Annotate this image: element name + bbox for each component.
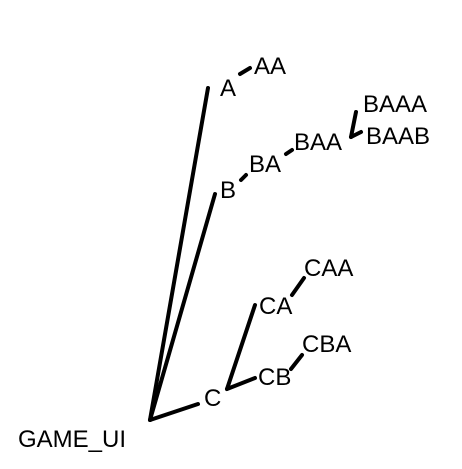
node-caa: CAA xyxy=(304,255,353,282)
node-aa: AA xyxy=(254,53,286,80)
edge-b-ba xyxy=(239,173,248,182)
node-baa: BAA xyxy=(294,129,342,156)
edge-ba-baa xyxy=(284,148,294,156)
node-cba: CBA xyxy=(302,331,351,358)
node-a: A xyxy=(220,75,236,102)
node-ca: CA xyxy=(259,293,292,320)
node-baab: BAAB xyxy=(366,123,430,150)
edge-gameui-b xyxy=(148,192,217,422)
edge-c-cb xyxy=(225,376,257,391)
edge-gameui-a xyxy=(148,86,210,422)
edge-baa-baaa xyxy=(349,110,358,139)
node-cb: CB xyxy=(258,364,291,391)
edge-c-ca xyxy=(225,303,257,391)
node-ba: BA xyxy=(249,151,281,178)
node-game-ui: GAME_UI xyxy=(18,426,126,453)
node-b: B xyxy=(220,177,236,204)
edge-gameui-c xyxy=(148,402,200,422)
edge-baa-baab xyxy=(349,130,363,139)
node-c: C xyxy=(204,385,221,412)
edge-a-aa xyxy=(238,66,252,76)
edge-cb-cba xyxy=(289,353,304,371)
node-baaa: BAAA xyxy=(363,91,427,118)
edge-ca-caa xyxy=(290,276,306,297)
